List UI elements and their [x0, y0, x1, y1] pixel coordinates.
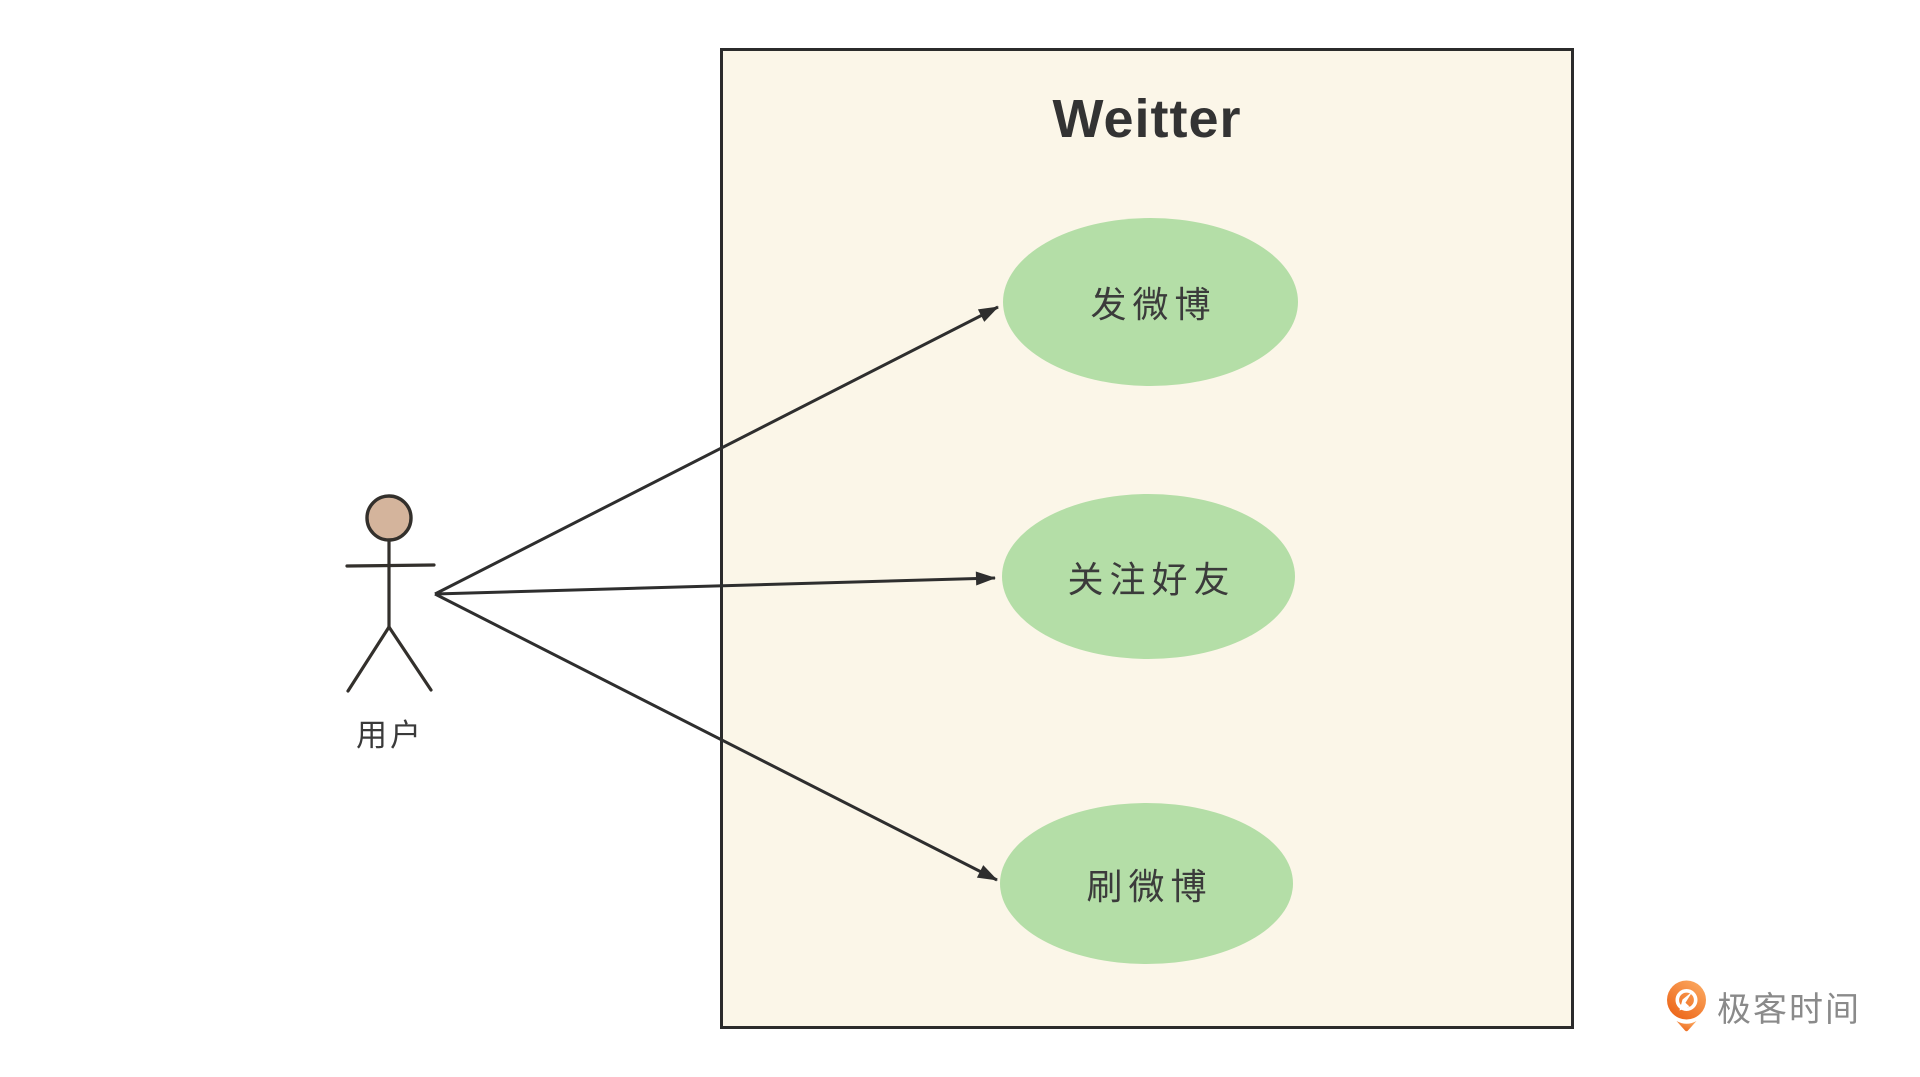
use-case-label: 发微博	[1090, 284, 1217, 325]
actor-arms	[345, 563, 436, 568]
brand-watermark-text: 极客时间	[1717, 990, 1861, 1029]
use-case-label: 刷微博	[1086, 865, 1213, 907]
use-case-browse-weibo: 刷微博	[1000, 803, 1293, 964]
actor-right-leg	[387, 625, 433, 692]
geektime-logo-icon	[1667, 980, 1706, 1032]
actor-head	[365, 494, 413, 542]
use-case-label: 关注好友	[1067, 558, 1236, 600]
actor-left-leg	[346, 625, 391, 693]
use-case-follow-friend: 关注好友	[1002, 494, 1295, 659]
use-case-post-weibo: 发微博	[1003, 218, 1298, 386]
system-title: Weitter	[1052, 89, 1242, 149]
actor-label: 用户	[356, 718, 424, 753]
brand-watermark: 极客时间	[1666, 980, 1861, 1032]
actor-figure	[345, 494, 436, 693]
